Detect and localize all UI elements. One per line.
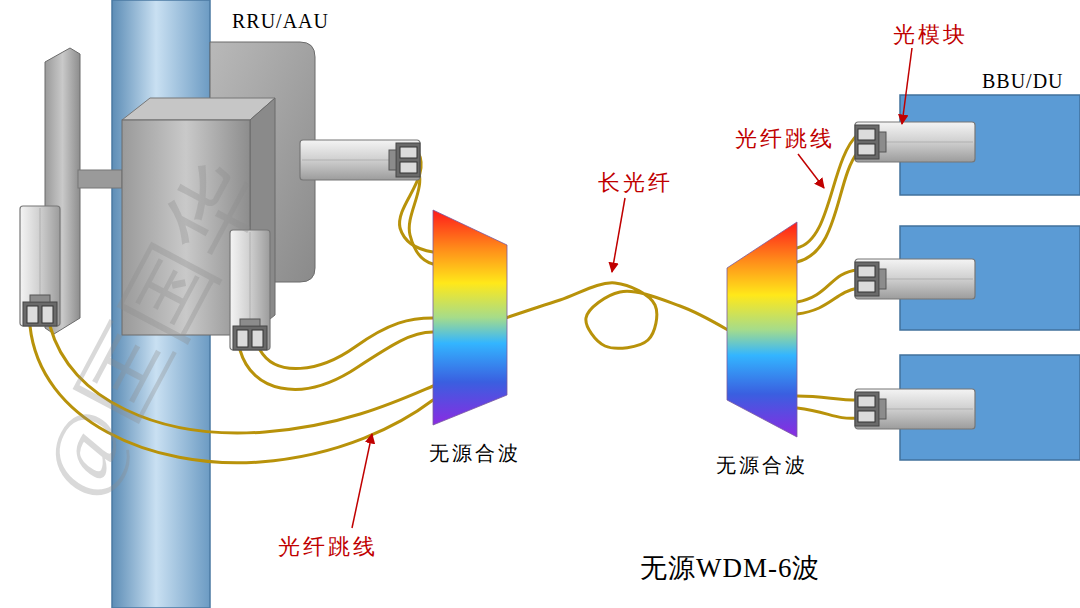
fiber-jumper-part (797, 408, 858, 418)
mux-trapezoid (423, 205, 527, 430)
mux-label: 无源合波 (423, 440, 527, 467)
callout-label: 光纤跳线 (735, 124, 835, 154)
mux-shape (727, 222, 797, 437)
leader-line-part (798, 154, 824, 188)
mux-trapezoid (712, 217, 812, 442)
fiber-jumper-part (797, 270, 858, 302)
leader-line-part (352, 434, 372, 528)
caption: 无源WDM-6波 (640, 550, 820, 586)
fiber-jumper-part (797, 152, 858, 262)
fiber-jumper-part (409, 168, 433, 264)
antenna-panel-part (122, 98, 275, 120)
leader-lines (352, 48, 912, 528)
callout-label: RRU/AAU (232, 10, 329, 33)
callout-label: 光模块 (893, 20, 968, 50)
mux-label: 无源合波 (711, 452, 813, 479)
wdm-mux: 无源合波 (423, 205, 527, 467)
callout-label: 光纤跳线 (278, 532, 378, 562)
optical-module-part (855, 389, 975, 429)
callout-label: 长光纤 (598, 168, 673, 198)
mux-shape (433, 210, 507, 425)
fiber-jumper-part (797, 396, 858, 400)
leader-line-part (902, 48, 912, 124)
wdm-mux: 无源合波 (711, 217, 813, 479)
optical-module-part (855, 122, 975, 162)
optical-module-part (855, 259, 975, 299)
leader-line-part (612, 198, 625, 272)
antenna-panel-part (78, 170, 122, 188)
optical-module-part (20, 206, 60, 326)
long-fiber (507, 283, 727, 348)
optical-module-part (300, 140, 420, 180)
fiber-jumper-part (260, 318, 433, 369)
fiber-jumper-part (797, 288, 858, 314)
callout-label: BBU/DU (982, 70, 1064, 93)
